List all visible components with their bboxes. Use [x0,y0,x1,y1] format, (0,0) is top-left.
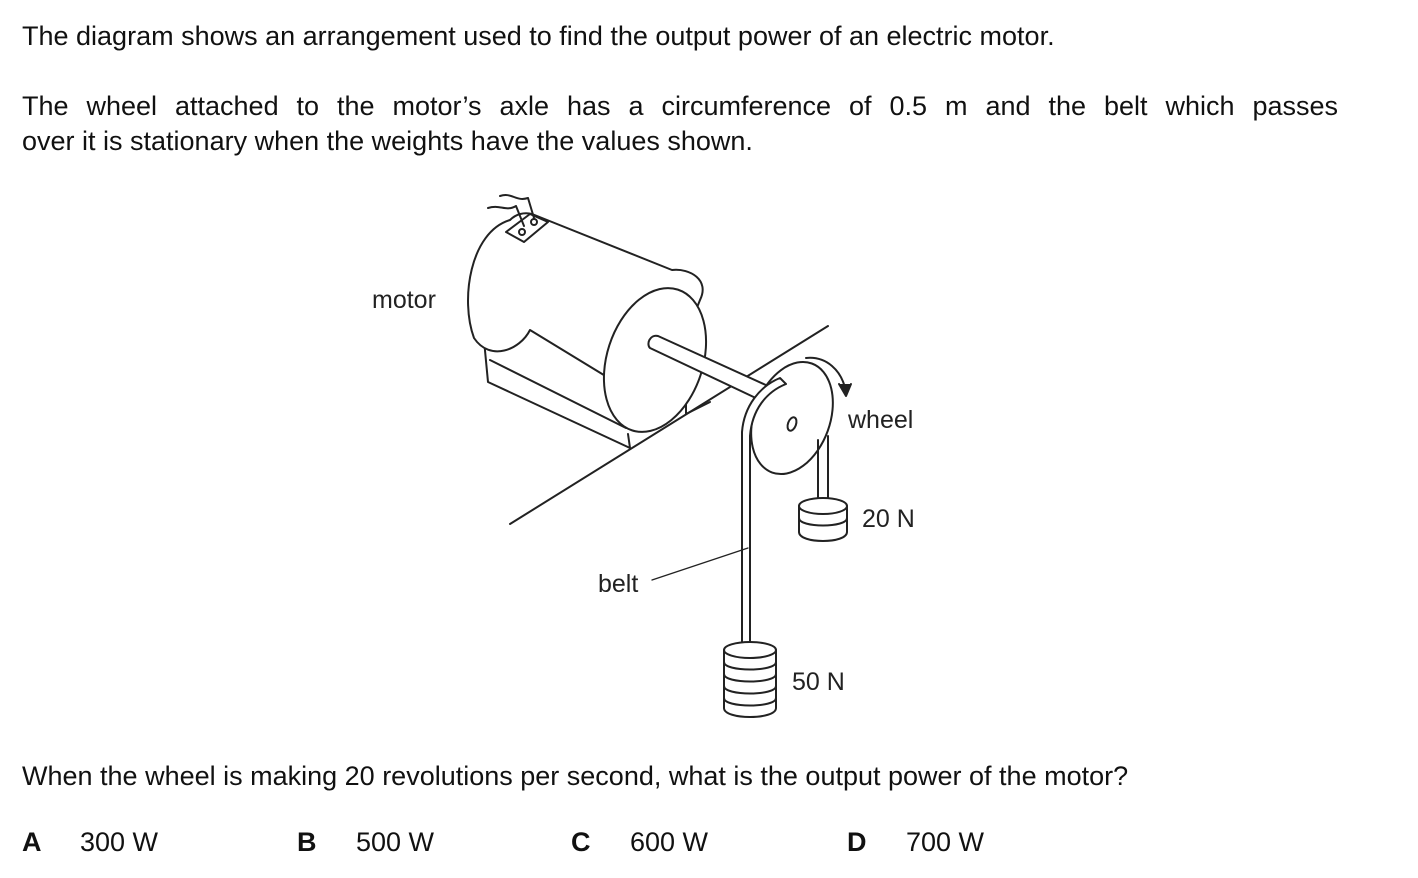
belt-left-strand [741,377,787,649]
motor-end-face [602,287,708,433]
large-weight [723,641,777,718]
small-weight-label: 20 N [862,505,915,533]
bench-front-edge [509,325,829,525]
option-a-text[interactable]: 300 W [80,827,159,857]
option-c-text[interactable]: 600 W [630,827,709,857]
option-d-letter: D [847,827,867,857]
belt-label: belt [598,570,638,598]
option-b-text[interactable]: 500 W [356,827,435,857]
axle [647,334,769,401]
motor-base [483,339,631,449]
option-d-text[interactable]: 700 W [906,827,985,857]
question-intro: The diagram shows an arrangement used to… [22,21,1055,51]
question-detail-line-1: The wheel attached to the motor’s axle h… [22,91,1338,121]
question-detail-line-2: over it is stationary when the weights h… [22,126,753,156]
option-b-letter: B [297,827,317,857]
option-c-letter: C [571,827,591,857]
belt-right-strand [817,435,829,501]
motor-label: motor [372,286,436,314]
small-weight [798,497,848,542]
large-weight-label: 50 N [792,668,845,696]
question-prompt: When the wheel is making 20 revolutions … [22,761,1129,791]
power-wires [487,194,535,227]
option-a-letter: A [22,827,42,857]
belt-leader-line [651,547,749,581]
wheel-label: wheel [847,406,913,434]
